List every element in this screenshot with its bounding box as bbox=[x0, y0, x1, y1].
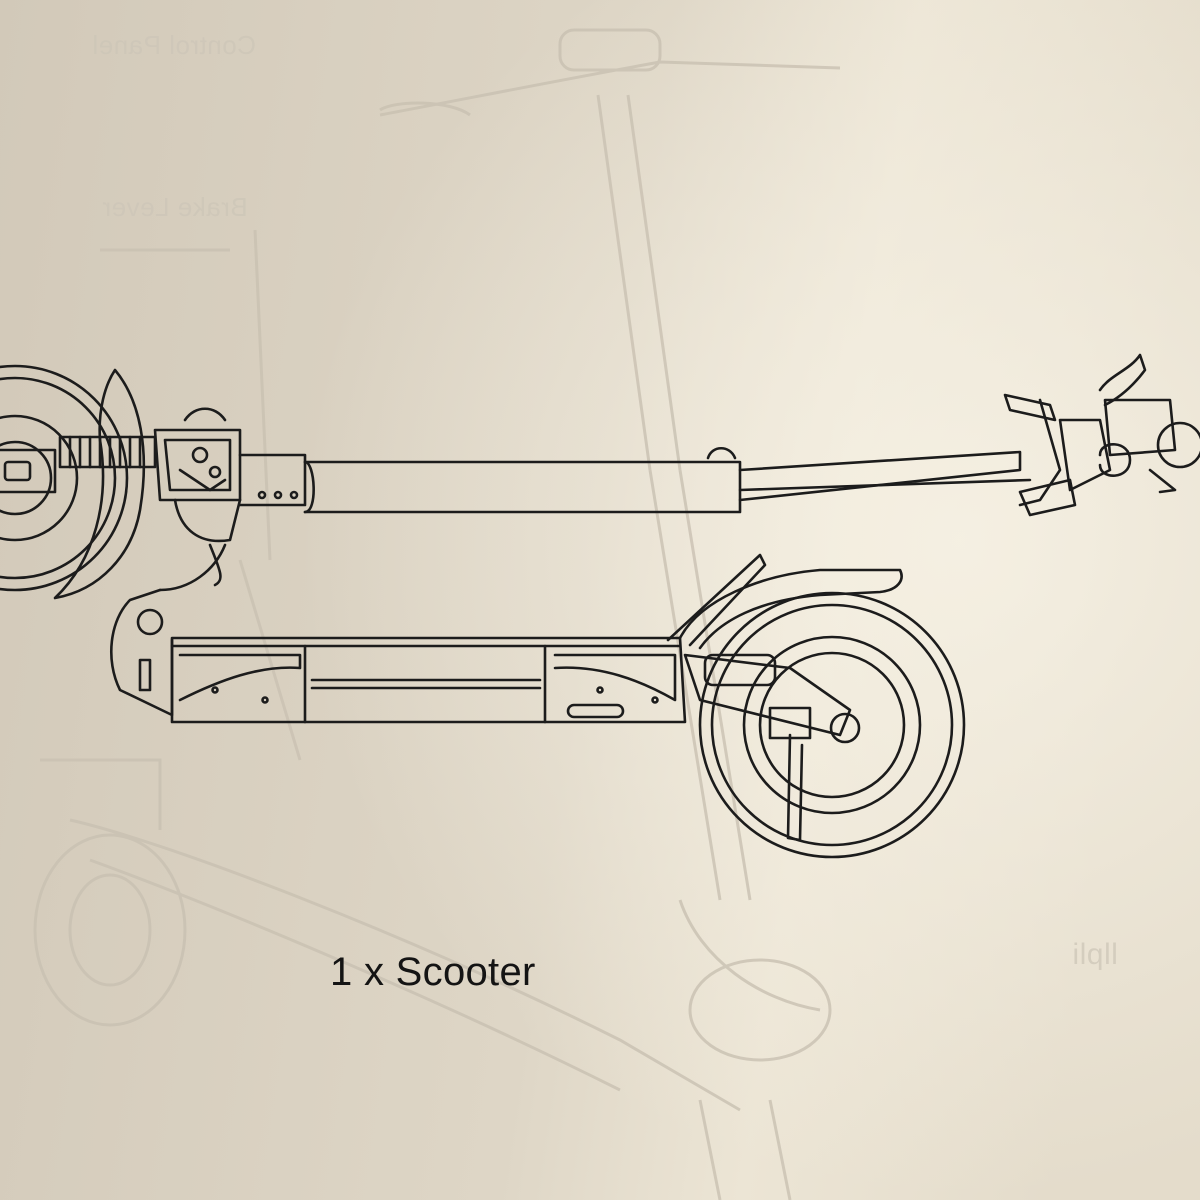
folding-hinge bbox=[153, 407, 242, 592]
front-spring bbox=[58, 435, 157, 469]
rear-fender-flap bbox=[666, 553, 767, 647]
ghost-label-control-panel: Control Panel bbox=[92, 30, 257, 60]
hinge-pivot bbox=[136, 608, 164, 636]
stem-post bbox=[110, 588, 174, 717]
ghost-label-brake-lever: Brake Lever bbox=[102, 192, 248, 222]
scooter-outline bbox=[0, 353, 1200, 859]
deck bbox=[170, 636, 687, 724]
rear-suspension bbox=[683, 653, 861, 744]
rear-fender bbox=[678, 568, 903, 650]
ghost-label-right-edge: llpli bbox=[1072, 938, 1118, 971]
front-wheel bbox=[0, 364, 129, 592]
folded-stem bbox=[238, 446, 1032, 514]
ghost-bleed-through bbox=[33, 28, 841, 1200]
handlebar-controls bbox=[1003, 353, 1200, 517]
front-fender bbox=[53, 368, 146, 600]
rear-wheel bbox=[698, 591, 966, 859]
item-caption: 1 x Scooter bbox=[330, 950, 536, 994]
